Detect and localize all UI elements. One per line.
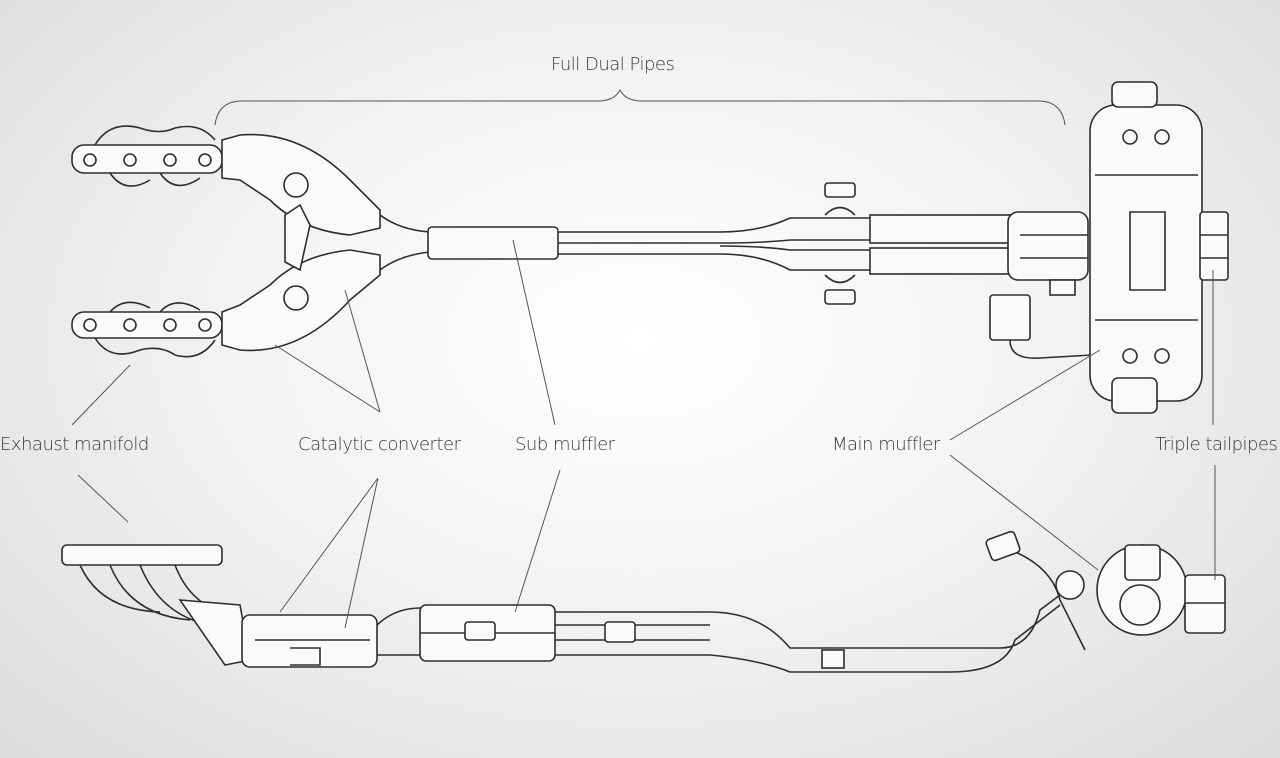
top-tailpipes — [1199, 211, 1229, 281]
side-tailpipes — [1184, 574, 1226, 634]
full-dual-pipes-bracket — [214, 88, 1066, 126]
title-full-dual-pipes: Full Dual Pipes — [551, 54, 675, 75]
top-catalytic-converters — [221, 133, 381, 352]
top-exhaust-manifold — [71, 125, 223, 358]
label-triple-tailpipes: Triple tailpipes — [1155, 434, 1278, 455]
label-catalytic-converter: Catalytic converter — [298, 434, 461, 455]
top-main-muffler — [1089, 81, 1229, 414]
top-pipes — [379, 182, 1093, 359]
label-exhaust-manifold: Exhaust manifold — [0, 434, 149, 455]
side-exhaust-manifold — [61, 544, 251, 666]
label-sub-muffler: Sub muffler — [515, 434, 615, 455]
leader-lines — [71, 239, 1216, 629]
top-view-exhaust — [71, 81, 1229, 414]
label-main-muffler: Main muffler — [832, 434, 940, 455]
side-view-exhaust — [61, 530, 1226, 673]
side-catalytic-converter — [241, 614, 378, 668]
side-main-muffler — [1096, 544, 1226, 636]
top-sub-muffler — [427, 226, 559, 260]
